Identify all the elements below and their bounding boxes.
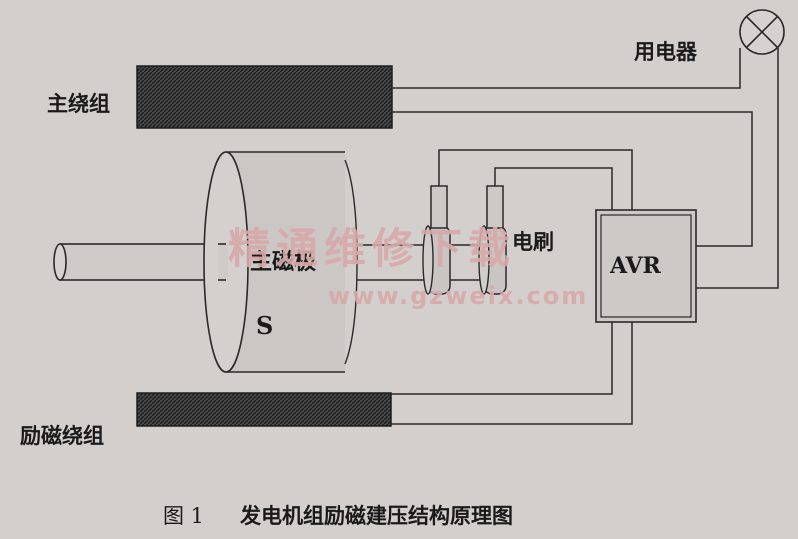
watermark-text: 精通维修下载: [228, 224, 517, 273]
excitation-winding: [136, 392, 392, 427]
load-lamp-icon: [739, 9, 785, 55]
brush-left: [430, 185, 448, 229]
avr-box: [595, 209, 697, 323]
caption-number: 图 1: [163, 504, 205, 528]
rotor-cylinder: [203, 151, 358, 373]
label-load: 用电器: [634, 40, 697, 64]
caption-text: 发电机组励磁建压结构原理图: [240, 504, 513, 528]
watermark-url: www.gzweix.com: [328, 282, 589, 310]
slip-ring-left: [422, 225, 451, 295]
label-main-winding: 主绕组: [47, 92, 110, 116]
brush-right: [486, 185, 504, 229]
label-brush: 电刷: [512, 230, 554, 254]
label-main-pole: 主磁极: [250, 250, 317, 275]
shaft: [53, 243, 221, 281]
label-excitation-winding: 励磁绕组: [20, 424, 104, 448]
wiring: [391, 48, 779, 425]
label-pole-s: S: [256, 311, 274, 340]
label-avr: AVR: [610, 253, 661, 279]
main-winding: [136, 65, 393, 129]
slip-ring-right: [478, 225, 507, 295]
